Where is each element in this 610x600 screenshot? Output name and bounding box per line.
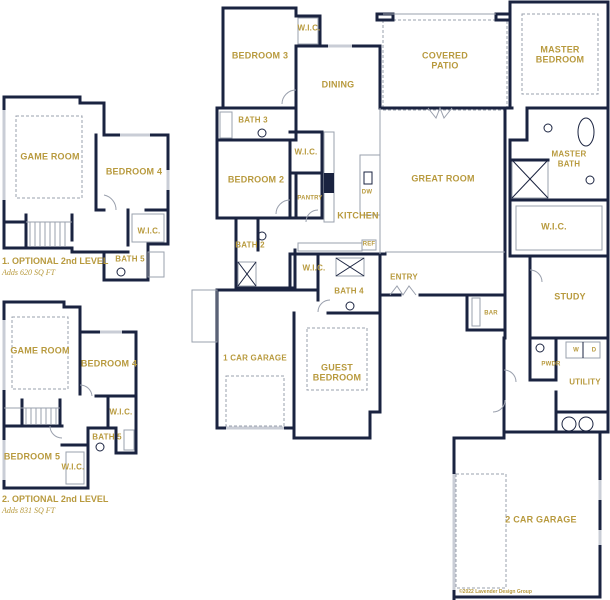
master-bedroom-label-1: MASTER [540,44,580,55]
bath2-label: BATH 2 [235,240,265,250]
option2-bath5-label: BATH 5 [92,432,122,442]
option1-game-room-label: GAME ROOM [20,151,80,162]
option2-wic-bed5-label: W.I.C. [61,462,85,472]
option1-wic-label: W.I.C. [137,226,161,236]
wic-guest-label: W.I.C. [302,263,326,273]
dryer-label: D [591,347,597,354]
option2-game-room-label: GAME ROOM [10,345,70,356]
pantry-label: PANTRY [297,195,323,202]
option2-bedroom4-label: BEDROOM 4 [80,358,138,369]
wic-master-label: W.I.C. [541,221,567,232]
two-car-garage-label: 2 CAR GARAGE [505,514,577,525]
dishwasher-label: DW [361,189,373,196]
wic-bedroom2-label: W.I.C. [294,147,318,157]
utility-label: UTILITY [569,377,601,387]
study-label: STUDY [554,291,586,302]
guest-bedroom-label-2: BEDROOM [312,372,362,383]
great-room-label: GREAT ROOM [411,173,475,184]
option2-bedroom5-label: BEDROOM 5 [3,451,61,462]
covered-patio-label-2: PATIO [431,60,459,71]
one-car-garage-label: 1 CAR GARAGE [223,353,287,363]
dining-label: DINING [321,79,355,90]
bedroom3-label: BEDROOM 3 [231,50,289,61]
master-bedroom-label-2: BEDROOM [535,54,585,65]
option1-area: Adds 620 SQ FT [2,268,56,277]
option1-plan [2,95,170,282]
option2-area: Adds 831 SQ FT [2,506,56,515]
guest-bedroom-label-1: GUEST [320,362,354,373]
powder-room-label: PWDR [541,361,561,368]
copyright-text: ©2022 Lavender Design Group [459,589,532,595]
bath4-label: BATH 4 [334,286,364,296]
bath3-label: BATH 3 [238,115,268,125]
bedroom2-label: BEDROOM 2 [227,174,285,185]
option1-bath5-label: BATH 5 [115,254,145,264]
option2-plan [2,300,138,490]
wic-bedroom3-label: W.I.C. [297,23,321,33]
washer-label: W [573,347,579,354]
bar-label: BAR [484,310,498,317]
covered-patio-label-1: COVERED [422,50,468,61]
option2-wic-bed4-label: W.I.C. [109,407,133,417]
option1-title: 1. OPTIONAL 2nd LEVEL [2,256,109,266]
master-bath-label-1: MASTER [551,149,587,159]
master-bath-label-2: BATH [557,159,581,169]
kitchen-label: KITCHEN [337,210,379,221]
option2-title: 2. OPTIONAL 2nd LEVEL [2,494,109,504]
main-level-plan [191,0,610,600]
option1-bedroom4-label: BEDROOM 4 [105,166,163,177]
refrigerator-label: REF [362,241,376,248]
entry-label: ENTRY [390,272,418,282]
